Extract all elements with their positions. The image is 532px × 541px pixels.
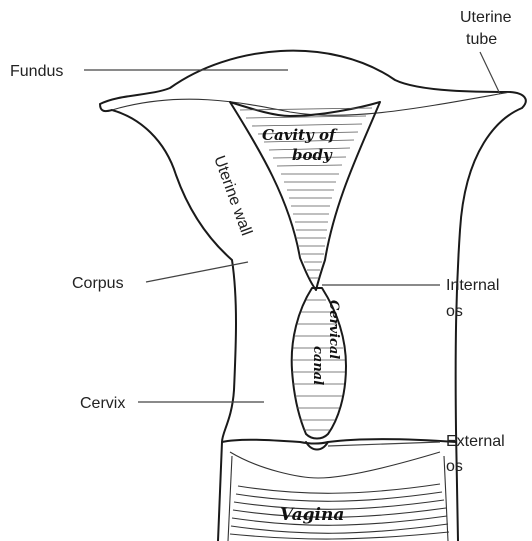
external-os-leader: [328, 442, 440, 446]
label-uterine-tube-line2: tube: [466, 31, 497, 48]
fundus-inner-curve: [112, 92, 510, 115]
label-cervical-canal-line1: Cervical: [326, 300, 341, 359]
label-external-os-line2: os: [446, 458, 463, 475]
leader-lines: [84, 52, 500, 446]
label-internal-os-line2: os: [446, 303, 463, 320]
label-internal-os-line1: Internal: [446, 277, 499, 294]
label-vagina: Vagina: [280, 505, 344, 525]
label-cervical-canal-line2: canal: [310, 346, 325, 385]
uterine-tube-leader: [480, 52, 500, 94]
label-corpus: Corpus: [72, 275, 124, 292]
label-fundus: Fundus: [10, 63, 63, 80]
label-cervix: Cervix: [80, 395, 125, 412]
label-cavity-line1: Cavity of: [262, 126, 338, 144]
label-external-os-line1: External: [446, 433, 505, 450]
label-uterine-wall: Uterine wall: [210, 154, 255, 238]
vagina-left-wall: [228, 456, 232, 541]
label-uterine-tube-line1: Uterine: [460, 9, 512, 26]
label-cavity-line2: body: [292, 146, 333, 164]
portio-curve: [230, 452, 440, 478]
